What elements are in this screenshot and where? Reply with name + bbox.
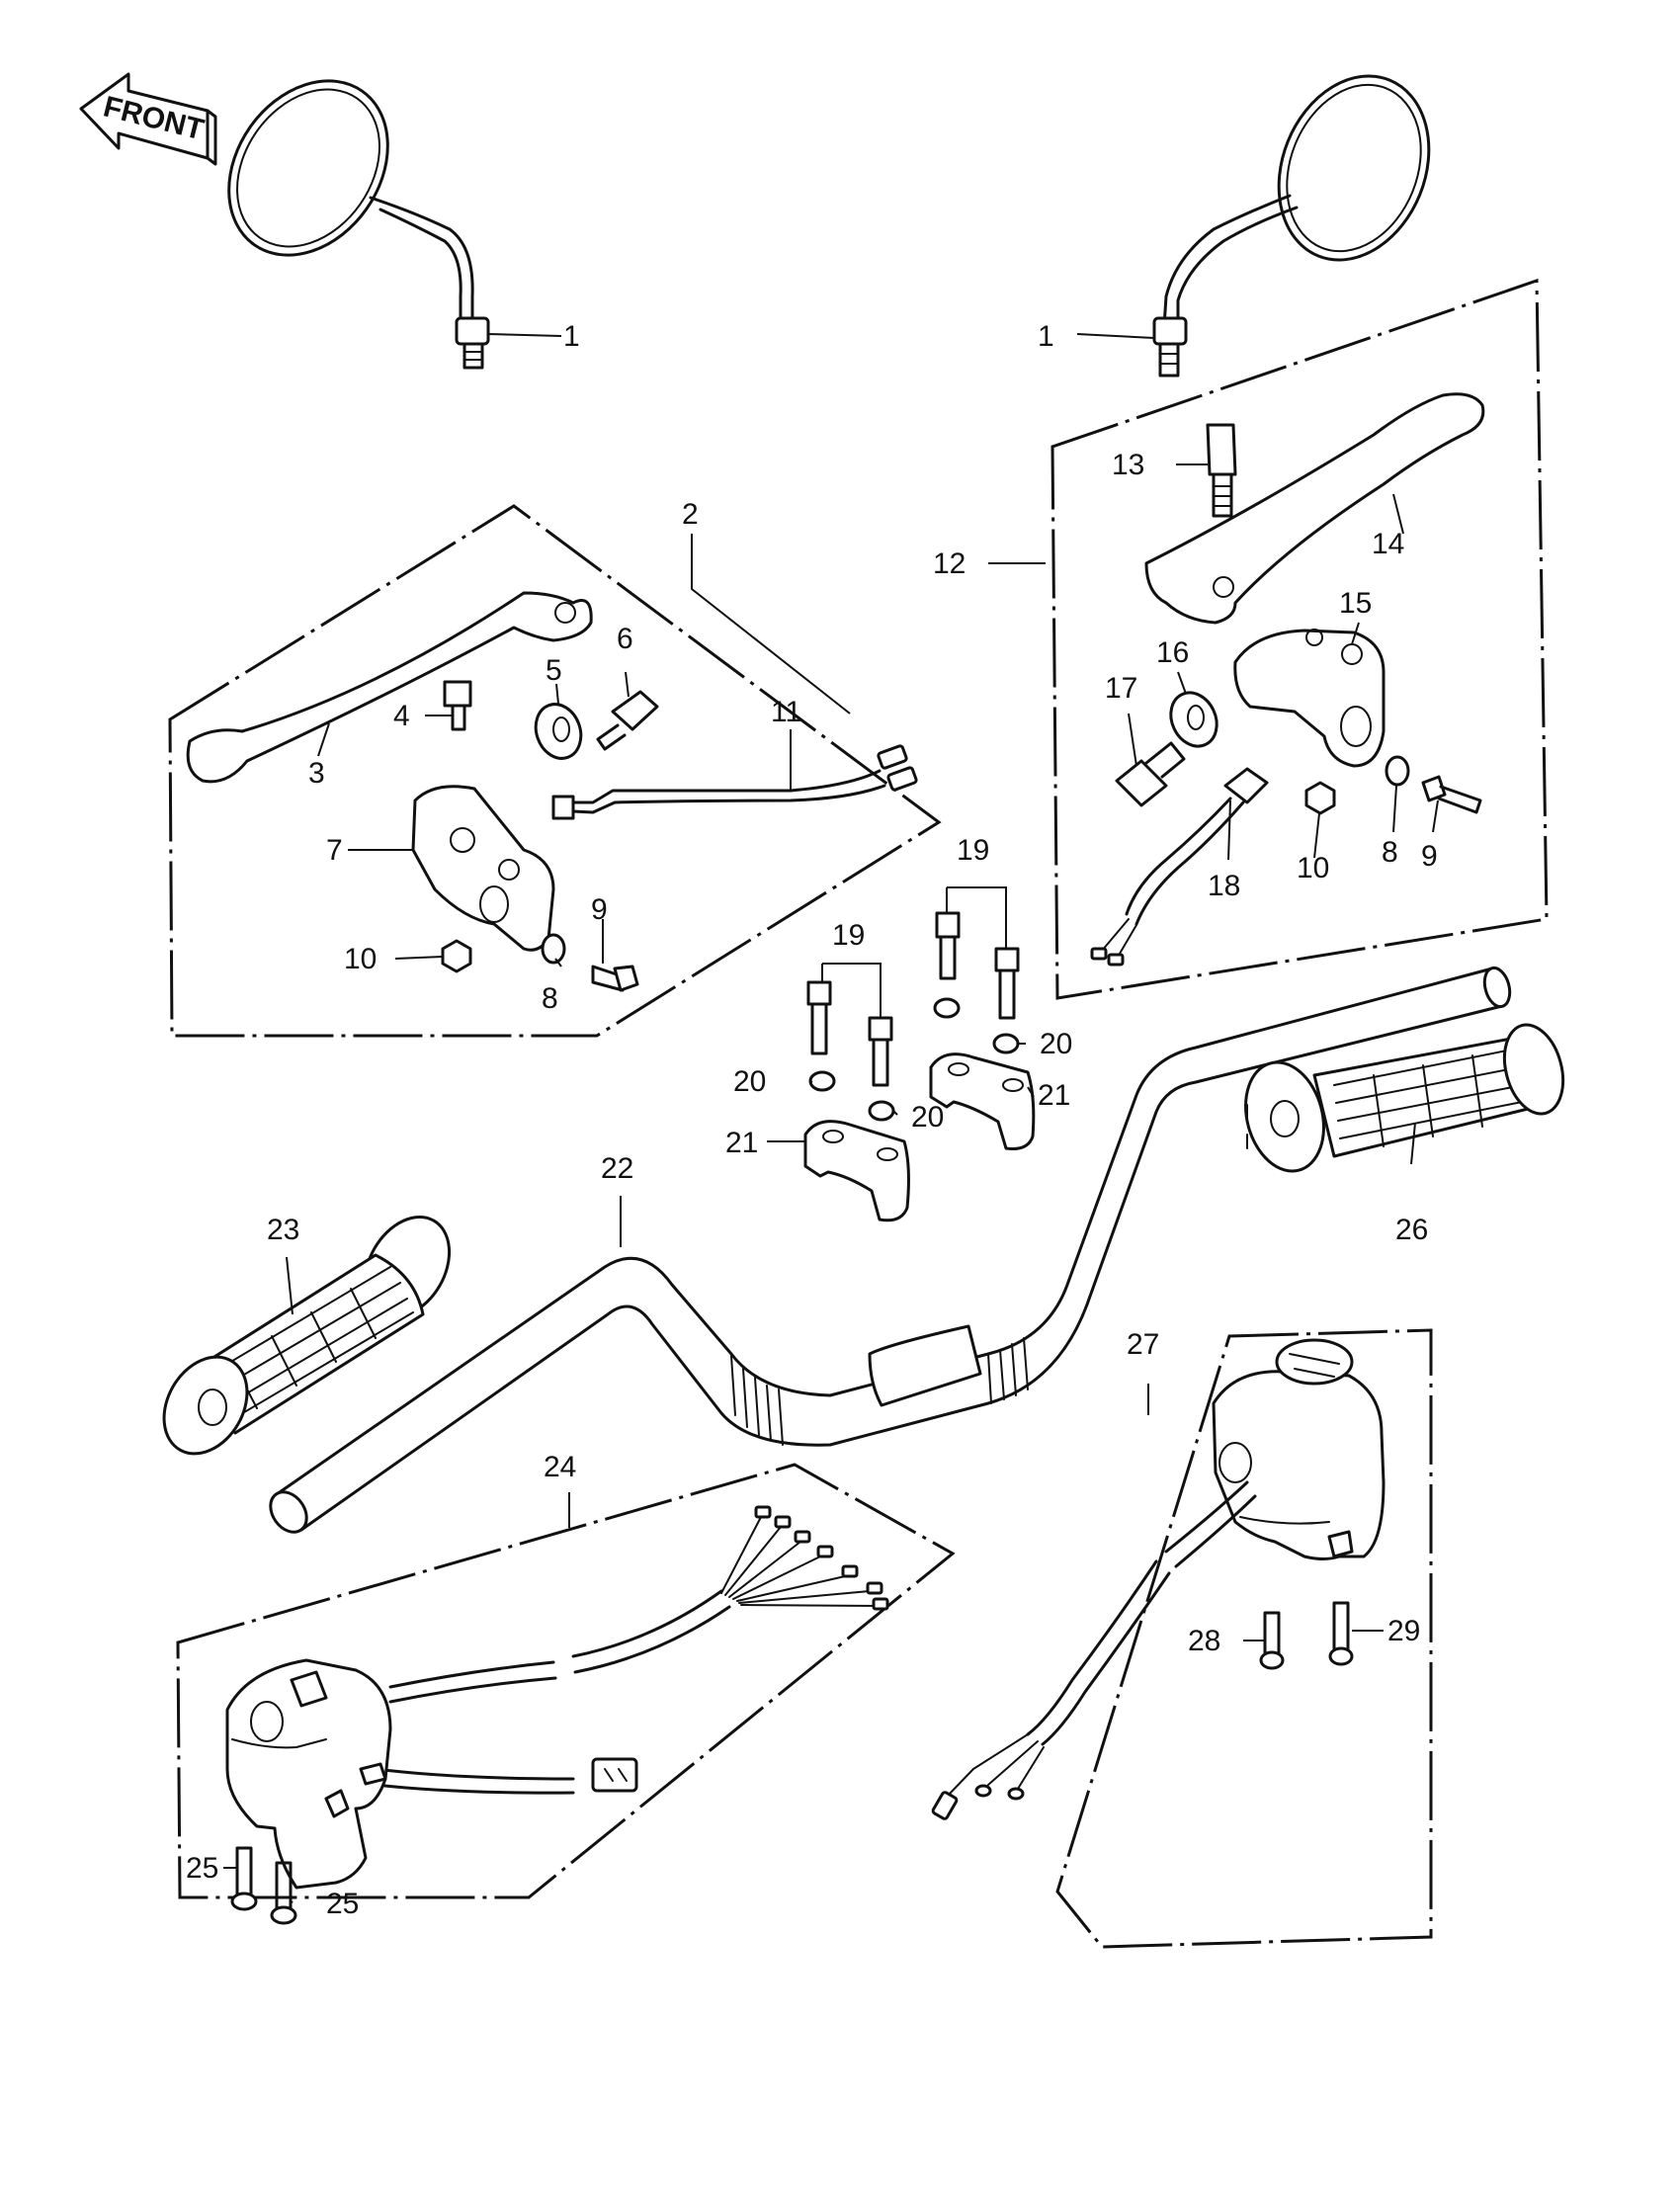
grip-right (1244, 1023, 1565, 1173)
callout-2: 2 (682, 498, 699, 531)
callout-27: 27 (1127, 1328, 1159, 1361)
callout-4: 4 (393, 700, 410, 732)
callout-22: 22 (601, 1152, 633, 1185)
callout-17: 17 (1105, 672, 1137, 705)
callout-20-a: 20 (1040, 1028, 1072, 1060)
callout-28: 28 (1188, 1625, 1220, 1657)
callout-20-b: 20 (733, 1065, 766, 1098)
callout-21-right: 21 (1038, 1079, 1070, 1112)
callout-19-right: 19 (957, 834, 989, 867)
callout-1-right: 1 (1038, 320, 1054, 353)
handlebar-clamps (803, 911, 1036, 1222)
handlebar (269, 966, 1512, 1534)
callout-13: 13 (1112, 449, 1144, 481)
switch-housing-right (931, 1328, 1433, 1949)
front-arrow: FRONT (79, 72, 217, 166)
callout-29: 29 (1387, 1615, 1420, 1647)
callout-26: 26 (1395, 1214, 1428, 1246)
mirror-right (1152, 74, 1431, 378)
callout-18: 18 (1208, 870, 1240, 902)
callout-25-b: 25 (326, 1888, 359, 1920)
callout-10-right: 10 (1297, 852, 1329, 884)
callout-6: 6 (617, 623, 633, 655)
callout-25-a: 25 (186, 1852, 218, 1885)
leader-lines (223, 333, 1439, 1903)
lever-assembly-right (1050, 278, 1549, 1000)
lever-assembly-left (168, 504, 942, 1038)
callout-15: 15 (1339, 587, 1372, 620)
callout-8-right: 8 (1382, 836, 1398, 869)
callout-23: 23 (267, 1214, 299, 1246)
callout-11: 11 (771, 696, 801, 728)
callout-labels: 1 1 2 3 4 5 6 7 8 9 10 11 12 13 14 15 16… (186, 320, 1438, 1920)
callout-24: 24 (544, 1451, 576, 1483)
callout-19-left: 19 (832, 919, 865, 952)
callout-9-left: 9 (591, 893, 608, 926)
callout-7: 7 (326, 834, 343, 867)
callout-9-right: 9 (1421, 840, 1438, 873)
callout-21-left: 21 (725, 1127, 758, 1159)
callout-8-left: 8 (542, 982, 558, 1015)
callout-5: 5 (546, 654, 562, 687)
callout-20-c: 20 (911, 1101, 944, 1134)
callout-14: 14 (1372, 528, 1404, 560)
callout-1-left: 1 (563, 320, 580, 353)
callout-10-left: 10 (344, 943, 377, 975)
callout-16: 16 (1156, 636, 1189, 669)
mirror-left (227, 79, 490, 370)
callout-12: 12 (933, 547, 966, 580)
grip-left (162, 1216, 452, 1456)
callout-3: 3 (308, 757, 325, 790)
switch-housing-left (176, 1463, 956, 1925)
